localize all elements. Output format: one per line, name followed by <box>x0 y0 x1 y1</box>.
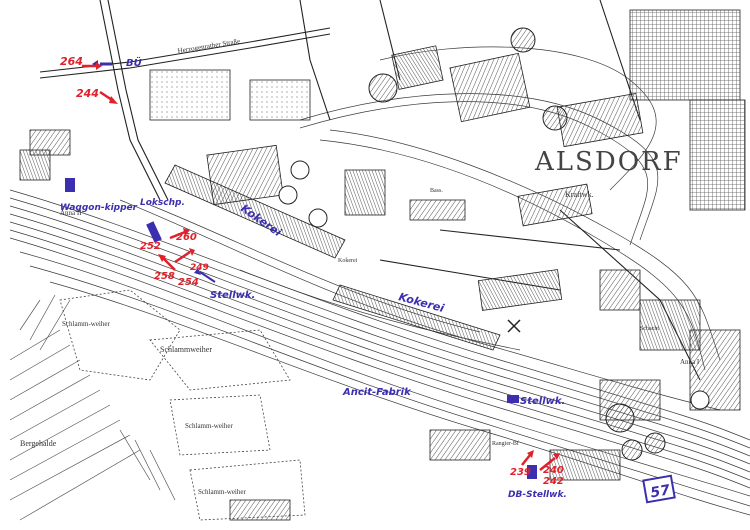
town-label: ALSDORF <box>534 147 683 177</box>
photo-239: 239 <box>510 467 531 478</box>
stellwerk-label-2: Stellwk. <box>520 396 565 407</box>
rangierbf-label: Rangier-Bf <box>492 440 519 447</box>
lokschuppen-label: Lokschp. <box>140 198 185 208</box>
tanks <box>278 27 710 461</box>
bergehalde-label: Bergehalde <box>20 439 57 448</box>
waggonkipper-marker <box>65 178 75 192</box>
photo-240-arrow-icon <box>553 453 560 460</box>
db-stellwerk-label: DB-Stellwk. <box>508 490 567 500</box>
red-annotations: 264 244 252 260 249 258 254 239 240 242 <box>60 55 564 487</box>
mine-symbol-icon <box>507 319 521 333</box>
stellwerk-label-1: Stellwk. <box>210 290 255 301</box>
coke-oven-battery <box>164 164 501 351</box>
photo-249: 249 <box>190 263 209 273</box>
photo-264-arrow-icon <box>96 62 102 70</box>
photo-254: 254 <box>178 277 199 288</box>
db-stellwerk-marker <box>527 465 537 479</box>
photo-258-arrow-icon <box>158 254 166 262</box>
photo-252: 252 <box>140 241 161 252</box>
bue-label: BÜ <box>126 55 142 69</box>
photo-244-arrow-icon <box>109 96 118 104</box>
bass-label: Bass. <box>430 188 443 194</box>
anna2-label: Anna II <box>60 209 82 217</box>
photo-242: 242 <box>543 476 564 487</box>
stellwerk-arrow-icon <box>194 268 201 275</box>
schlammweiher-1: Schlamm-weiher <box>62 320 110 328</box>
photo-264: 264 <box>60 55 83 68</box>
lokschuppen-marker <box>146 221 162 243</box>
sheet-number-box: 57 <box>642 474 676 504</box>
stellwerk-marker <box>507 395 519 403</box>
kraftwerk-label: Kraftwk. <box>565 190 594 199</box>
sludge-ponds <box>59 289 306 521</box>
photo-244: 244 <box>76 87 99 100</box>
anna1-label: Anna I <box>680 358 700 366</box>
schlammweiher-3: Schlamm-weiher <box>185 422 233 430</box>
schlammweiher-4: Schlamm-weiher <box>198 488 246 496</box>
photo-249-arrow-icon <box>189 248 195 256</box>
sheet-number: 57 <box>649 482 671 501</box>
waggonkipper-label: Waggon-kipper <box>60 203 138 213</box>
photo-260-arrow-icon <box>183 228 190 236</box>
photo-258: 258 <box>154 271 175 282</box>
schacht-label: Schacht <box>640 326 659 332</box>
kokerei-print-label: Kokerei <box>338 258 358 264</box>
spoil-heap <box>9 294 176 521</box>
ancit-label: Ancit-Fabrik <box>342 387 412 398</box>
photo-239-arrow-icon <box>527 450 534 458</box>
buildings <box>19 9 746 521</box>
photo-240: 240 <box>543 465 564 476</box>
photo-260: 260 <box>176 232 197 243</box>
schlammweiher-2: Schlammweiher <box>160 345 212 354</box>
